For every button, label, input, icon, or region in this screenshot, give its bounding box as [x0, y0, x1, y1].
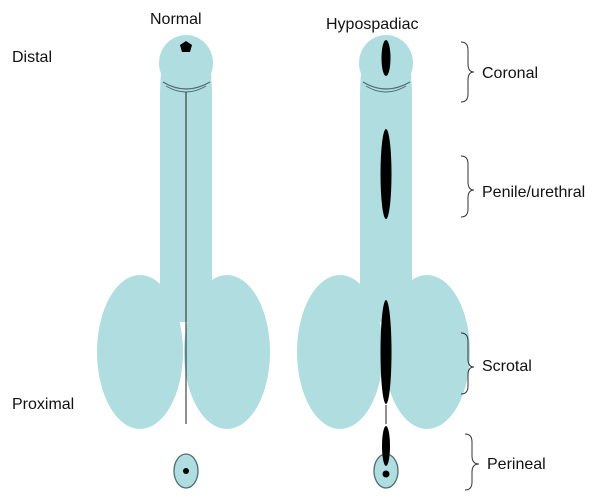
- hypospadiac-column-title: Hypospadiac: [326, 16, 419, 34]
- coronal-bracket: [461, 42, 474, 102]
- penile-bracket: [461, 156, 474, 217]
- distal-label: Distal: [12, 49, 52, 67]
- location-brackets: [461, 42, 479, 490]
- scrotal-label: Scrotal: [482, 358, 532, 376]
- coronal-meatus: [382, 40, 391, 76]
- penile-urethral-label: Penile/urethral: [482, 184, 585, 202]
- normal-anus-dot: [183, 468, 189, 474]
- perineal-bracket: [465, 434, 479, 490]
- perineal-meatus: [382, 426, 390, 466]
- normal-anatomy: [97, 35, 270, 488]
- penile-meatus: [381, 129, 392, 219]
- hypospadiac-anatomy: [297, 35, 470, 488]
- hypospadiac-anus-dot: [383, 471, 390, 478]
- proximal-label: Proximal: [12, 396, 74, 414]
- coronal-label: Coronal: [482, 65, 538, 83]
- normal-column-title: Normal: [150, 11, 202, 29]
- perineal-label: Perineal: [487, 456, 546, 474]
- scrotal-meatus: [381, 300, 392, 404]
